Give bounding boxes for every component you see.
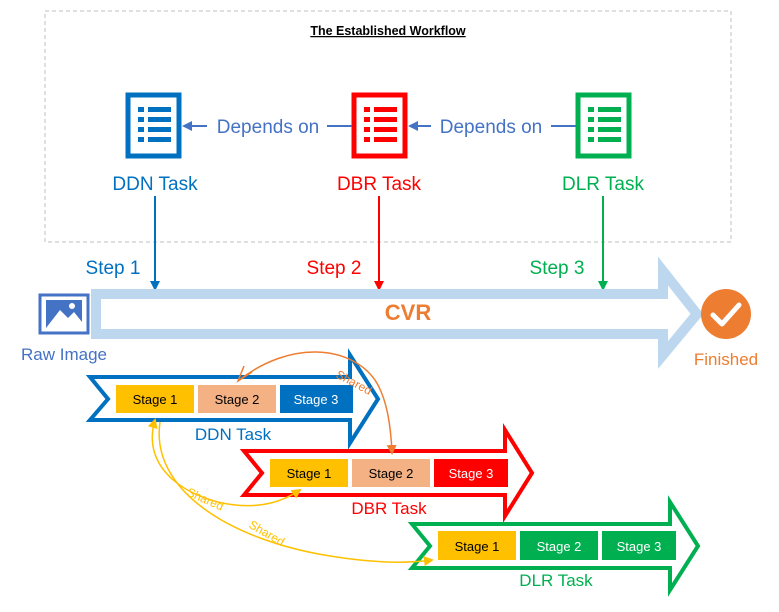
cvr-label: CVR <box>385 300 432 325</box>
shared-connector-ddn-dbr <box>147 418 302 507</box>
dbr-stage1-label: Stage 1 <box>287 466 332 481</box>
dbr-document-icon <box>351 92 408 159</box>
dlr-pipeline-label: DLR Task <box>519 571 593 590</box>
ddn-stage3 <box>280 385 353 413</box>
dbr-pipeline-label: DBR Task <box>351 499 427 518</box>
shared-connector-stage2 <box>237 351 397 455</box>
depends-on-label: Depends on <box>217 117 319 138</box>
cvr-arrow <box>91 256 704 369</box>
depends-on-label: Depends on <box>440 117 542 138</box>
ddn-task-label: DDN Task <box>112 174 198 195</box>
ddn-stage2 <box>198 385 276 413</box>
dlr-stage3-label: Stage 3 <box>617 539 662 554</box>
checkmark-icon <box>701 289 751 339</box>
ddn-stage2-label: Stage 2 <box>215 392 260 407</box>
diagram-title: The Established Workflow <box>310 24 466 38</box>
dlr-stage1 <box>438 531 516 560</box>
dlr-stage2 <box>520 531 598 560</box>
dlr-stage3 <box>602 531 676 560</box>
dlr-document-icon <box>575 92 632 159</box>
shared-label: Shared <box>247 517 288 548</box>
dlr-stage1-label: Stage 1 <box>455 539 500 554</box>
ddn-document-icon <box>125 92 182 159</box>
finished-label: Finished <box>694 350 758 369</box>
dbr-stage3 <box>434 459 508 487</box>
ddn-stage3-label: Stage 3 <box>294 392 339 407</box>
dlr-stage2-label: Stage 2 <box>537 539 582 554</box>
shared-connector-ddn-dlr <box>158 421 434 567</box>
dbr-task-label: DBR Task <box>337 174 422 195</box>
ddn-stage1-label: Stage 1 <box>133 392 178 407</box>
ddn-pipeline-label: DDN Task <box>195 425 272 444</box>
workflow-frame <box>44 10 732 243</box>
shared-connector-stage2-start <box>236 365 253 383</box>
step1-label: Step 1 <box>86 258 141 279</box>
step3-label: Step 3 <box>530 258 585 279</box>
dbr-stage2-label: Stage 2 <box>369 466 414 481</box>
image-icon <box>38 293 90 335</box>
dlr-task-label: DLR Task <box>562 174 645 195</box>
dbr-stage2 <box>352 459 430 487</box>
step2-label: Step 2 <box>307 258 362 279</box>
dbr-stage3-label: Stage 3 <box>449 466 494 481</box>
ddn-stage1 <box>116 385 194 413</box>
raw-image-label: Raw Image <box>21 345 107 364</box>
